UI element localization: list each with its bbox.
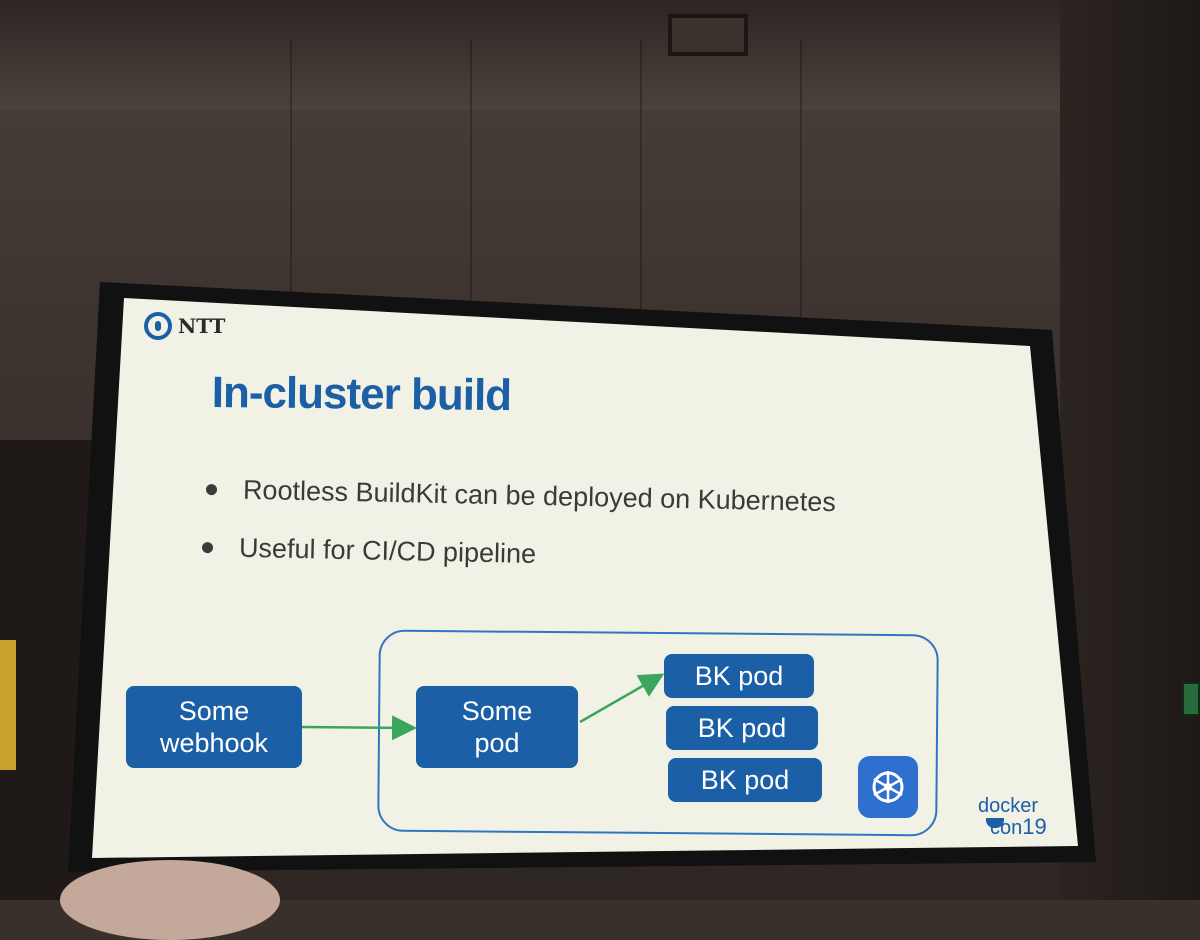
dockercon-logo-number: 19 (1022, 814, 1047, 839)
ntt-circle-icon (144, 312, 172, 340)
kubernetes-logo (858, 756, 918, 818)
audience-head (60, 860, 280, 940)
wall-panel-seam (800, 40, 802, 460)
ceiling (0, 0, 1200, 110)
bk-pod-label: BK pod (700, 764, 790, 795)
webhook-label-line2: webhook (159, 728, 269, 758)
kubernetes-wheel-icon (872, 771, 904, 803)
dockercon-logo: docker con19 (978, 796, 1070, 838)
arrow-webhook-to-pod (301, 715, 417, 741)
pod-label-line2: pod (474, 728, 520, 758)
bk-pod-box: BK pod (668, 758, 822, 802)
pod-box: Some pod (416, 686, 578, 768)
diagram-arrows (301, 673, 665, 741)
docker-whale-icon (986, 818, 1004, 828)
yellow-light (0, 640, 16, 770)
wall-panel-seam (470, 40, 472, 460)
bk-pod-box: BK pod (666, 706, 818, 750)
arrow-pod-to-bk-pod (579, 673, 665, 724)
dockercon-logo-top: docker (978, 795, 1039, 817)
bk-pod-box: BK pod (664, 654, 814, 698)
slide: NTT In-cluster build Rootless BuildKit c… (126, 312, 1070, 838)
bk-pod-label: BK pod (694, 660, 784, 691)
pod-label-line1: Some (461, 695, 533, 726)
slide-surface (92, 298, 1078, 858)
webhook-box: Some webhook (126, 686, 302, 768)
ceiling-vent (668, 14, 748, 56)
ntt-logo-text: NTT (178, 314, 226, 338)
exit-sign (1182, 682, 1200, 716)
wall-panel-seam (290, 40, 292, 460)
projection-screen (68, 282, 1096, 872)
webhook-label-line1: Some (178, 695, 250, 726)
ntt-logo: NTT (144, 312, 225, 340)
wall-panel-seam (640, 40, 642, 460)
bk-pod-label: BK pod (697, 712, 787, 743)
